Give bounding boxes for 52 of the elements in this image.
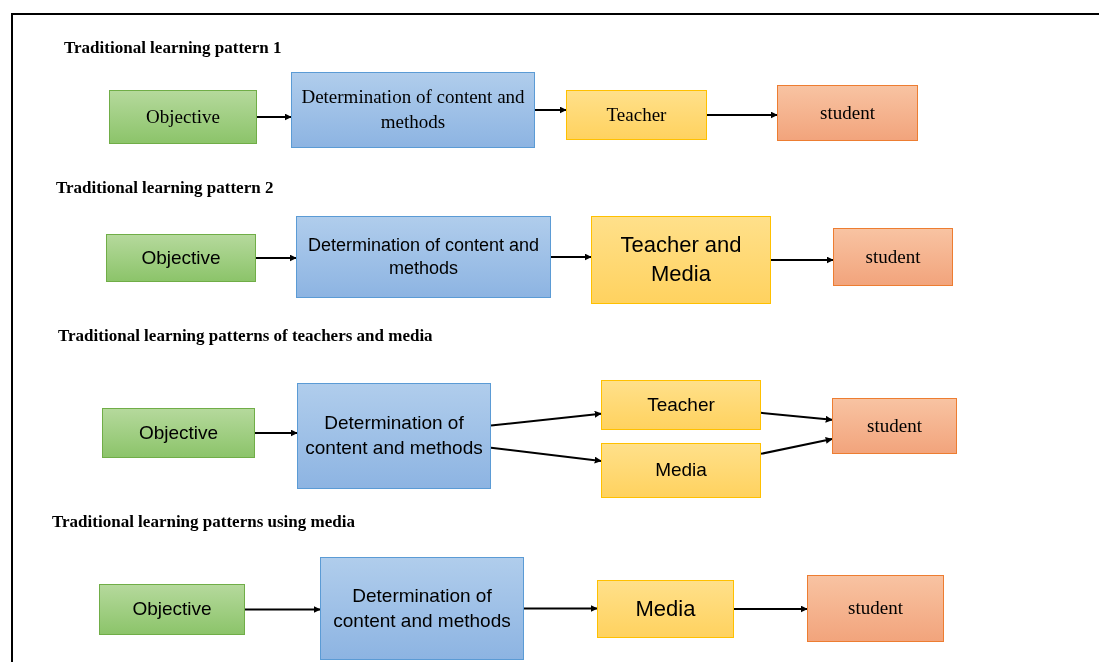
box-text: Objective <box>132 597 212 622</box>
arrow <box>490 410 602 427</box>
content-methods-box <box>291 72 535 148</box>
box-text: Determination of content and methods <box>300 85 526 134</box>
arrow <box>256 113 292 121</box>
arrow <box>770 256 834 264</box>
arrow <box>254 429 298 437</box>
actor-box <box>591 216 771 304</box>
content-methods-box <box>297 383 491 489</box>
student-box <box>832 398 957 454</box>
pattern-title: Traditional learning pattern 2 <box>56 178 274 198</box>
arrow <box>255 254 297 262</box>
box-text: student <box>867 413 922 438</box>
actor-box <box>601 380 761 430</box>
arrow <box>244 606 321 613</box>
actor-box <box>601 443 761 498</box>
pattern-title: Traditional learning patterns using media <box>52 512 355 532</box>
box-text: Teacher <box>647 392 715 417</box>
student-box <box>777 85 918 141</box>
arrow <box>534 106 567 114</box>
box-text: Objective <box>141 245 221 270</box>
objective-box <box>106 234 256 282</box>
arrow <box>733 605 808 613</box>
box-text: Objective <box>138 420 219 445</box>
pattern-title: Traditional learning pattern 1 <box>64 38 282 58</box>
box-text: Media <box>635 594 696 623</box>
arrow <box>523 605 598 612</box>
content-methods-box <box>320 557 524 660</box>
box-text: student <box>820 100 875 125</box>
student-box <box>807 575 944 642</box>
student-box <box>833 228 953 286</box>
box-text: Teacher and Media <box>619 231 743 288</box>
objective-box <box>109 90 257 144</box>
content-methods-box <box>296 216 551 298</box>
box-text: Objective <box>146 104 220 129</box>
arrow <box>706 111 778 119</box>
arrow <box>760 436 833 455</box>
arrow <box>490 446 602 464</box>
objective-box <box>99 584 245 635</box>
box-text: Media <box>655 458 707 483</box>
arrow <box>550 253 592 261</box>
actor-box <box>566 90 707 140</box>
box-text: Determination of content and methods <box>306 233 541 280</box>
objective-box <box>102 408 255 458</box>
box-text: student <box>848 596 903 621</box>
box-text: Teacher <box>606 102 667 127</box>
arrow <box>760 411 833 423</box>
box-text: Determination of content and methods <box>304 411 484 460</box>
box-text: student <box>865 244 921 269</box>
actor-box <box>597 580 734 638</box>
box-text: Determination of content and methods <box>332 583 512 633</box>
pattern-title: Traditional learning patterns of teachers and media <box>58 326 433 346</box>
